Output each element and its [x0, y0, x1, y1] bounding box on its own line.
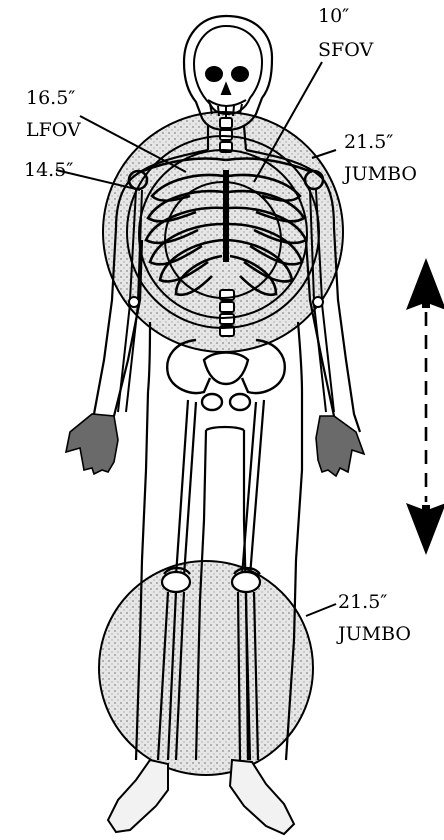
jumbo-lower-name-label: JUMBO — [336, 623, 411, 645]
lfov-size-label: 16.5″ — [26, 87, 75, 109]
sfov-name-label: SFOV — [318, 39, 373, 61]
jumbo-upper-size-label: 21.5″ — [344, 131, 393, 153]
jumbo-lower-circle — [99, 561, 313, 775]
lfov-name-label: LFOV — [26, 119, 81, 141]
left-foot — [108, 760, 168, 832]
double-headed-vertical-arrow-icon — [406, 258, 444, 555]
mid-size-label: 14.5″ — [24, 159, 73, 181]
skull — [194, 26, 262, 117]
right-foot — [230, 760, 294, 834]
left-hand — [66, 414, 118, 474]
jumbo-lower-leader — [306, 604, 336, 616]
jumbo-upper-leader — [312, 150, 336, 158]
jumbo-upper-name-label: JUMBO — [342, 163, 417, 185]
sfov-size-label: 10″ — [318, 5, 349, 27]
jumbo-lower-size-label: 21.5″ — [338, 591, 387, 613]
